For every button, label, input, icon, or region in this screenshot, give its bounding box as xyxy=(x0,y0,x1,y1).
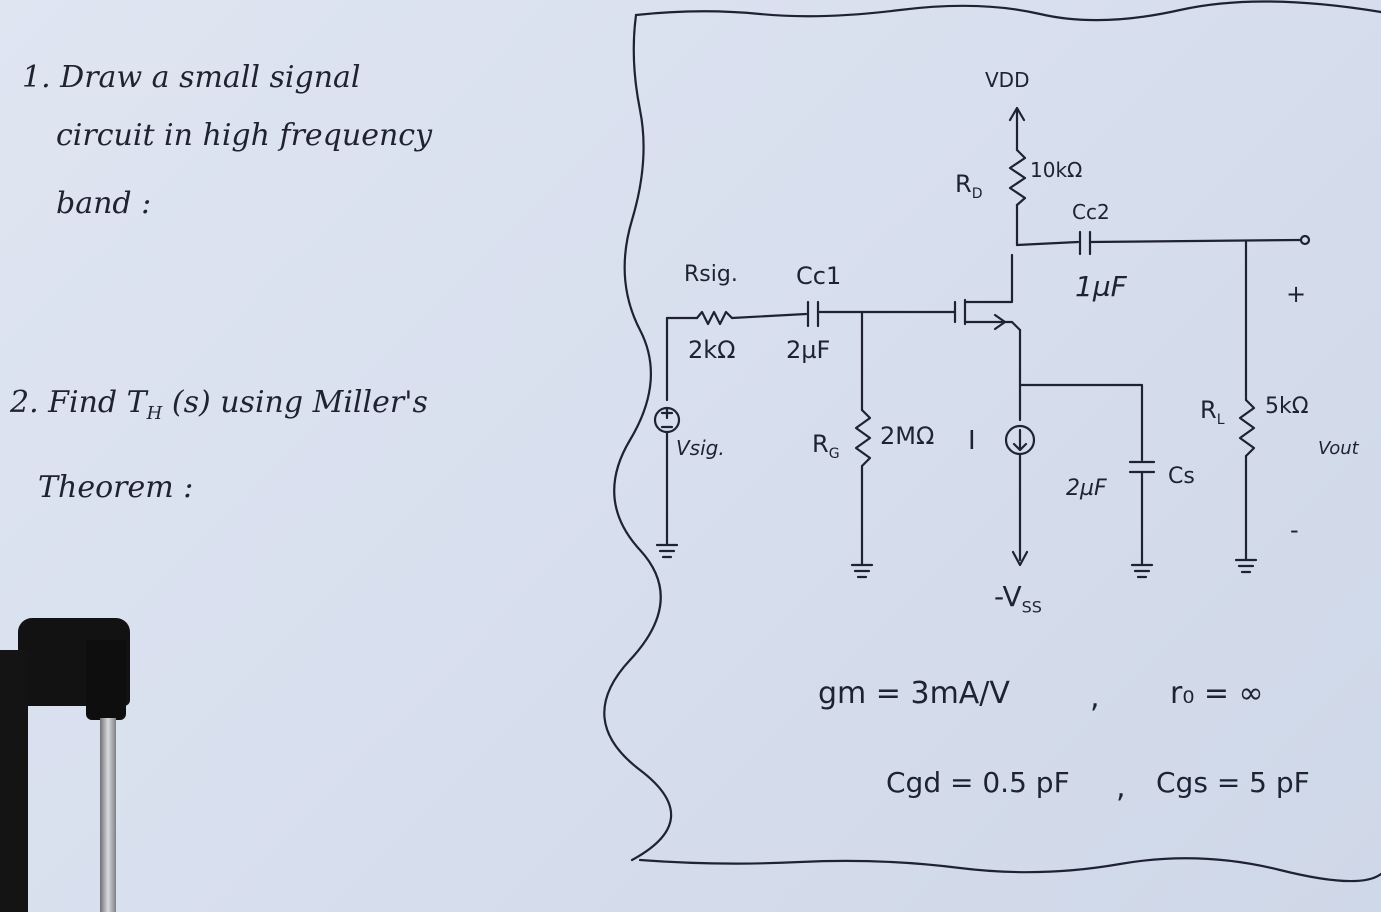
param-separator-2: , xyxy=(1116,770,1126,805)
cc2-capacitor-icon xyxy=(1078,230,1092,256)
vdd-label: VDD xyxy=(985,68,1030,92)
cs-label: Cs xyxy=(1168,464,1195,489)
rg-ground-icon xyxy=(850,563,874,579)
cgs-param: Cgs = 5 pF xyxy=(1156,766,1310,799)
cc1-label: Cc1 xyxy=(796,262,842,290)
clip-stem xyxy=(86,640,126,720)
rsig-value: 2kΩ xyxy=(688,336,736,364)
cs-capacitor-icon xyxy=(1128,460,1156,474)
rg-resistor-icon xyxy=(854,408,872,468)
cs-ground-icon xyxy=(1130,563,1154,579)
cc1-capacitor-icon xyxy=(806,300,820,328)
dark-edge xyxy=(0,650,28,912)
rl-ground-icon xyxy=(1234,558,1258,574)
cs-value: 2µF xyxy=(1066,476,1107,501)
rd-resistor-icon xyxy=(1008,148,1027,207)
rd-value: 10kΩ xyxy=(1030,158,1083,182)
rsig-label: Rsig. xyxy=(684,262,738,287)
current-source-label: I xyxy=(968,426,976,456)
question-2-subscript: H xyxy=(146,403,163,424)
question-1-line-2: circuit in high frequency xyxy=(56,118,433,153)
rg-name: R xyxy=(812,430,829,458)
vss-subscript: SS xyxy=(1021,597,1042,617)
rl-value: 5kΩ xyxy=(1265,394,1309,419)
vsig-label: Vsig. xyxy=(676,436,725,460)
rl-resistor-icon xyxy=(1238,398,1256,458)
vout-plus: + xyxy=(1286,280,1307,308)
ro-param: r₀ = ∞ xyxy=(1170,676,1264,711)
vdd-arrow-icon xyxy=(1008,106,1026,122)
question-2-text-a: 2. Find T xyxy=(10,385,147,420)
cc1-value: 2µF xyxy=(786,336,831,364)
rg-subscript: G xyxy=(828,445,840,462)
vss-arrow-icon xyxy=(1011,550,1029,567)
page-border xyxy=(634,0,1381,22)
metal-rod xyxy=(100,718,116,912)
cc2-label: Cc2 xyxy=(1072,200,1110,224)
rl-label: RL xyxy=(1200,396,1225,428)
question-2-text-b: (s) using Miller's xyxy=(171,385,428,420)
cgd-param: Cgd = 0.5 pF xyxy=(886,766,1070,799)
vss-name: -V xyxy=(994,580,1022,613)
question-2-line-1: 2. Find TH (s) using Miller's xyxy=(10,385,428,424)
gm-param: gm = 3mA/V xyxy=(818,676,1010,711)
vout-terminal-icon xyxy=(1299,234,1311,246)
question-1-line-1: 1. Draw a small signal xyxy=(22,60,361,95)
vout-minus: - xyxy=(1290,516,1299,544)
vsig-ground-icon xyxy=(655,543,679,559)
question-2-line-2: Theorem : xyxy=(38,470,194,505)
param-separator-1: , xyxy=(1090,680,1100,715)
rg-value: 2MΩ xyxy=(880,422,935,450)
question-1-line-3: band : xyxy=(56,186,152,221)
vss-label: -VSS xyxy=(994,580,1042,617)
rd-label: RD xyxy=(955,170,982,202)
rsig-resistor-icon xyxy=(695,310,734,326)
rd-name: R xyxy=(955,170,972,198)
rd-subscript: D xyxy=(971,185,983,202)
rl-subscript: L xyxy=(1216,411,1225,428)
cc2-value: 1µF xyxy=(1075,270,1127,303)
rl-name: R xyxy=(1200,396,1217,424)
vout-label: Vout xyxy=(1318,438,1359,459)
rg-label: RG xyxy=(812,430,840,462)
